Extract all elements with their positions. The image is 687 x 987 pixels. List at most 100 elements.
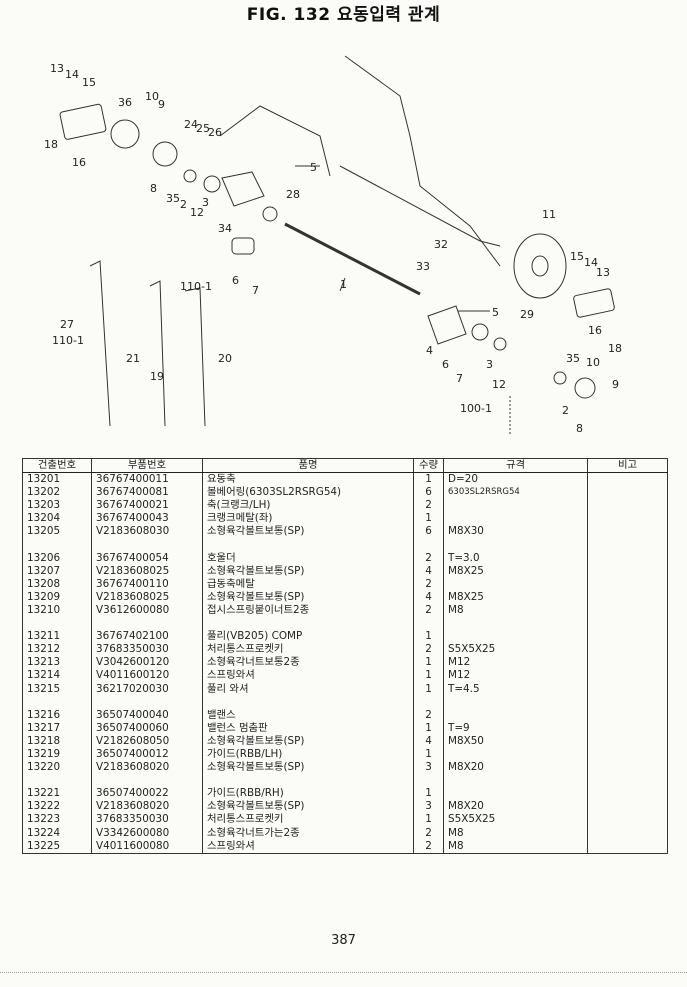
- cell-part-no: V3612600080: [91, 603, 203, 618]
- cell-item-no: 13217: [22, 721, 92, 735]
- cell-spec: 6303SL2RSRG54: [443, 486, 588, 500]
- cell-qty: 2: [413, 839, 444, 854]
- holder-left: [231, 237, 255, 255]
- callout-100-1: 100-1: [460, 402, 492, 415]
- cell-name: 처리통스프로켓키: [202, 813, 414, 827]
- cell-part-no: V3342600080: [91, 826, 203, 840]
- cell-spec: D=20: [443, 472, 588, 487]
- cell-qty: 1: [413, 656, 444, 670]
- cell-qty: [413, 774, 444, 788]
- callout-29: 29: [520, 308, 534, 321]
- cell-part-no: 36507400060: [91, 721, 203, 735]
- cell-remarks: [587, 656, 668, 670]
- header-qty: 수량: [413, 458, 444, 473]
- callout-10b: 10: [586, 356, 600, 369]
- cell-part-no: 36507400012: [91, 747, 203, 762]
- cell-remarks: [587, 800, 668, 814]
- cell-item-no: 13221: [22, 787, 92, 801]
- leader-1: [339, 277, 346, 292]
- frame-top: [219, 105, 331, 177]
- cell-qty: 1: [413, 669, 444, 683]
- header-spec: 규격: [443, 458, 588, 473]
- cell-part-no: 36507400040: [91, 708, 203, 722]
- cell-item-no: 13220: [22, 761, 92, 775]
- cell-qty: 2: [413, 499, 444, 513]
- callout-10: 10: [145, 90, 159, 103]
- cell-name: 볼베어링(6303SL2RSRG54): [202, 486, 414, 500]
- callout-28: 28: [286, 188, 300, 201]
- callout-18: 18: [44, 138, 58, 151]
- cell-item-no: 13204: [22, 512, 92, 526]
- frame-bar: [339, 165, 501, 247]
- cell-spec: T=9: [443, 721, 588, 735]
- cell-item-no: 13214: [22, 669, 92, 683]
- cell-qty: 4: [413, 564, 444, 578]
- cell-qty: 1: [413, 472, 444, 487]
- left-housing: [59, 103, 107, 140]
- cell-name: 밸랜스: [202, 708, 414, 722]
- cell-remarks: [587, 734, 668, 748]
- cell-name: 소형육각볼트보통(SP): [202, 590, 414, 604]
- callout-21: 21: [126, 352, 140, 365]
- cell-name: 소형육각볼트보통(SP): [202, 525, 414, 539]
- cell-remarks: [587, 839, 668, 854]
- cell-name: 요동축: [202, 472, 414, 487]
- cell-qty: 4: [413, 590, 444, 604]
- cell-name: [202, 695, 414, 709]
- callout-6: 6: [232, 274, 239, 287]
- callout-13b: 13: [596, 266, 610, 279]
- cell-remarks: [587, 499, 668, 513]
- cell-part-no: V2183608020: [91, 800, 203, 814]
- cell-spec: [443, 708, 588, 722]
- callout-32: 32: [434, 238, 448, 251]
- cell-spec: [443, 695, 588, 709]
- cell-item-no: 13215: [22, 682, 92, 696]
- cell-item-no: 13224: [22, 826, 92, 840]
- callout-36: 36: [118, 96, 132, 109]
- cell-part-no: 37683350030: [91, 643, 203, 657]
- page-number: 387: [331, 933, 356, 948]
- cell-spec: T=4.5: [443, 682, 588, 696]
- table-row: [22, 774, 668, 788]
- cell-part-no: 36217020030: [91, 682, 203, 696]
- cell-part-no: V2183608025: [91, 590, 203, 604]
- cell-part-no: 36767400011: [91, 472, 203, 487]
- cell-qty: 1: [413, 682, 444, 696]
- header-part-no: 부품번호: [91, 458, 203, 473]
- cell-name: 축(크랭크/LH): [202, 499, 414, 513]
- cell-spec: [443, 538, 588, 552]
- cell-spec: S5X5X25: [443, 643, 588, 657]
- cell-spec: M12: [443, 656, 588, 670]
- cell-item-no: 13218: [22, 734, 92, 748]
- callout-18b: 18: [608, 342, 622, 355]
- bearing-3: [262, 206, 278, 222]
- cell-item-no: [22, 774, 92, 788]
- cell-name: 가이드(RBB/LH): [202, 747, 414, 762]
- cell-spec: S5X5X25: [443, 813, 588, 827]
- cell-spec: M8X25: [443, 564, 588, 578]
- cell-item-no: [22, 538, 92, 552]
- cell-name: 소형육각너트보통2종: [202, 656, 414, 670]
- pulley-hub: [531, 255, 549, 277]
- cell-remarks: [587, 551, 668, 565]
- callout-5: 5: [310, 161, 317, 174]
- bearing-1: [183, 169, 197, 183]
- cell-spec: M8: [443, 603, 588, 618]
- callout-11: 11: [542, 208, 556, 221]
- cell-spec: M8: [443, 826, 588, 840]
- cell-name: 스프링와셔: [202, 839, 414, 854]
- cell-spec: M8X25: [443, 590, 588, 604]
- callout-19: 19: [150, 370, 164, 383]
- callout-110-1a: 110-1: [52, 334, 84, 347]
- cell-name: 소형육각볼트보통(SP): [202, 800, 414, 814]
- cell-spec: M8X20: [443, 761, 588, 775]
- cell-remarks: [587, 682, 668, 696]
- cell-remarks: [587, 538, 668, 552]
- crank-metal: [221, 171, 265, 207]
